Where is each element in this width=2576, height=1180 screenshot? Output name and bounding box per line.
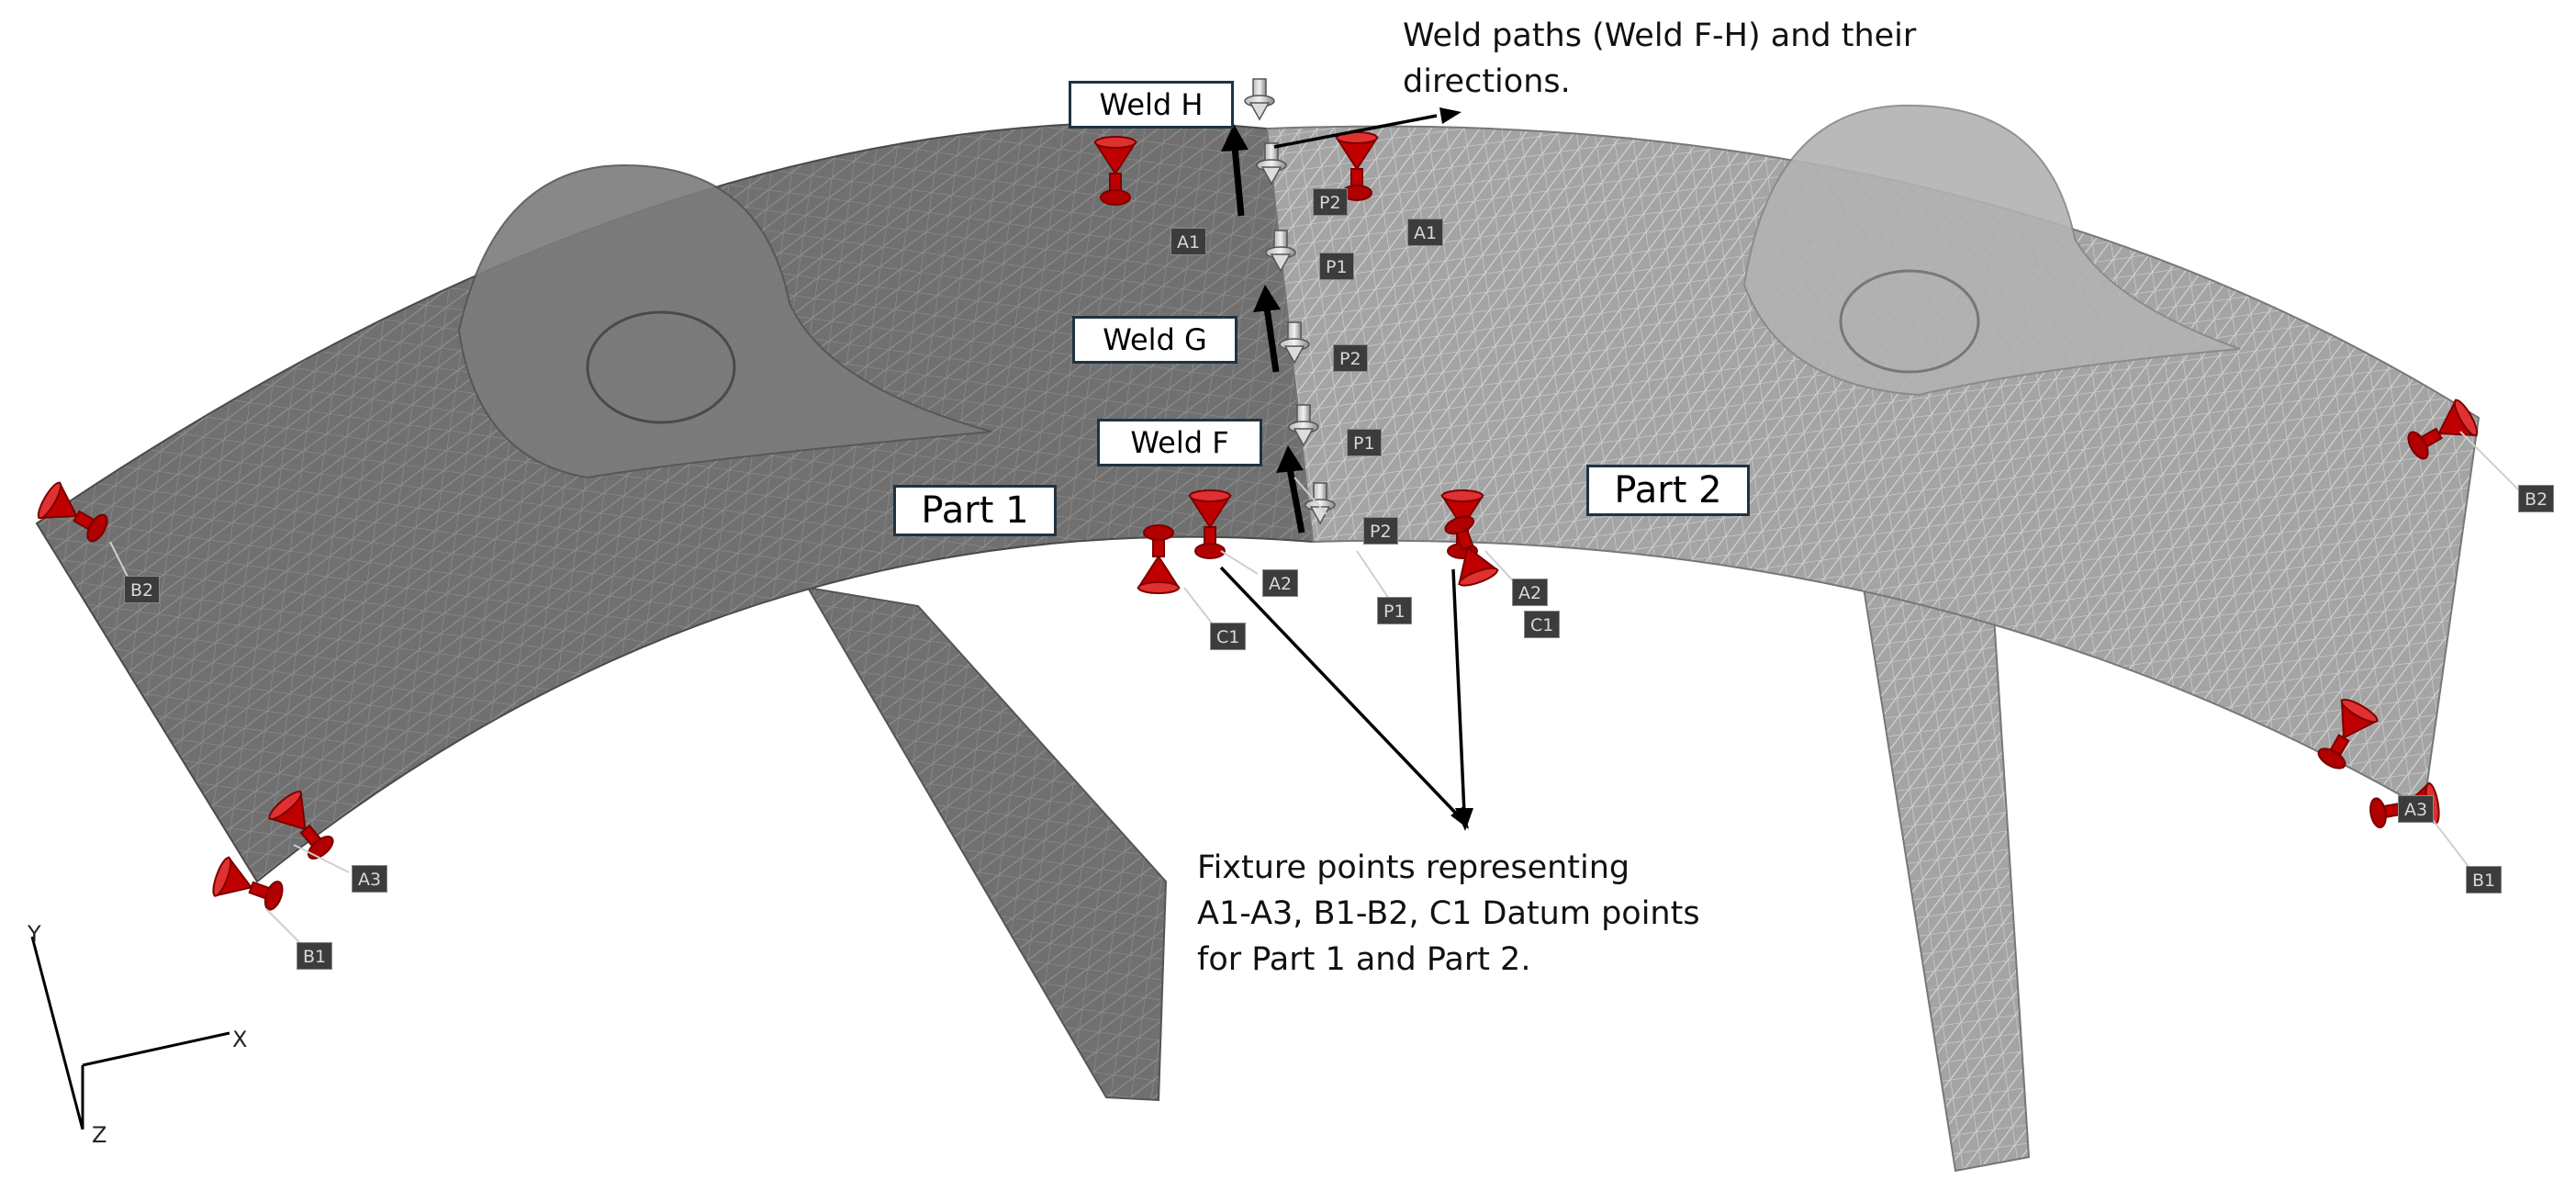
part-2-boss xyxy=(1839,269,1980,374)
point-label-a3-left: A3 xyxy=(352,865,388,893)
part-1-label: Part 1 xyxy=(893,485,1057,536)
part-2-dome xyxy=(1742,104,2241,397)
point-label-a2-right: A2 xyxy=(1512,579,1549,606)
annotation-arrows xyxy=(1219,107,1473,831)
point-label-b2-right: B2 xyxy=(2518,485,2555,512)
axis-x-label: X xyxy=(232,1027,248,1052)
point-label-p1-mid: P1 xyxy=(1347,429,1382,456)
point-label-b1-left: B1 xyxy=(297,942,333,970)
weld-g-label: Weld G xyxy=(1072,316,1238,364)
weld-paths-note-line-2: directions. xyxy=(1403,63,1571,100)
point-label-b2-left: B2 xyxy=(124,576,161,603)
part-1-dome xyxy=(457,163,992,479)
part-2-ring xyxy=(1265,125,2481,810)
fixture-note-line-3: for Part 1 and Part 2. xyxy=(1197,941,1531,978)
part-1-boss xyxy=(586,310,736,424)
axis-y-label: Y xyxy=(28,921,41,947)
point-label-p1-low: P1 xyxy=(1377,597,1412,624)
part-2-label: Part 2 xyxy=(1586,465,1750,516)
fixture-note-line-2: A1-A3, B1-B2, C1 Datum points xyxy=(1197,895,1700,932)
point-label-a3-right: A3 xyxy=(2398,795,2435,823)
weld-direction-arrows xyxy=(1221,124,1305,534)
point-label-a2-left: A2 xyxy=(1262,569,1299,597)
coordinate-triad xyxy=(30,936,230,1130)
part-2-flange xyxy=(1862,587,2031,1173)
point-label-p1-top: P1 xyxy=(1319,253,1354,280)
point-label-p2-low: P2 xyxy=(1363,517,1398,545)
weld-paths-note-line-1: Weld paths (Weld F-H) and their xyxy=(1403,17,1917,54)
point-label-c1-right: C1 xyxy=(1524,611,1561,638)
weld-f-label: Weld F xyxy=(1097,419,1262,466)
point-label-a1-right: A1 xyxy=(1407,219,1444,246)
part-1-flange xyxy=(806,586,1168,1102)
axis-z-label: Z xyxy=(92,1122,107,1148)
point-label-p2-top: P2 xyxy=(1313,188,1348,216)
point-label-c1-left: C1 xyxy=(1210,623,1247,650)
point-label-p2-mid: P2 xyxy=(1333,344,1368,372)
weld-h-label: Weld H xyxy=(1069,81,1234,129)
fixture-note-line-1: Fixture points representing xyxy=(1197,849,1630,886)
point-label-b1-right: B1 xyxy=(2466,866,2503,893)
point-label-a1-left: A1 xyxy=(1170,228,1207,255)
